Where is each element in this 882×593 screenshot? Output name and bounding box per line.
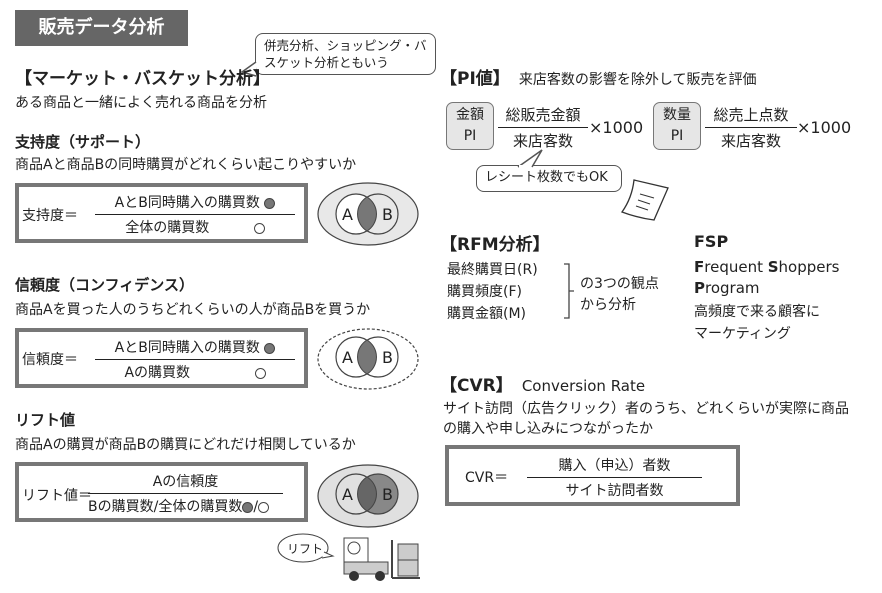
lift-fraction: Aの信頼度 Bの購買数/全体の購買数 / — [88, 471, 303, 516]
numerator: 総売上点数 — [705, 104, 797, 128]
badge-line: 金額 — [456, 107, 484, 123]
mba-desc: ある商品と一緒によく売れる商品を分析 — [15, 95, 267, 111]
cvr-formula-box — [445, 445, 740, 506]
quantity-multiplier: ×1000 — [797, 118, 852, 137]
lift-speech-bubble: リフト — [277, 533, 335, 563]
cvr-fraction: 購入（申込）者数 サイト訪問者数 — [527, 455, 702, 500]
venn-label-b: B — [382, 205, 393, 224]
rfm-item-m: 購買金額(M) — [447, 306, 527, 322]
lift-bubble-text: リフト — [287, 542, 323, 556]
fsp-letter: F — [694, 258, 705, 276]
venn-label-a: A — [342, 348, 353, 367]
numerator: AとB同時購入の購買数 — [114, 340, 260, 356]
support-fraction: AとB同時購入の購買数 全体の購買数 — [95, 192, 295, 237]
numerator: 購入（申込）者数 — [527, 455, 702, 478]
cvr-label: CVR＝ — [465, 470, 509, 486]
badge-line: PI — [463, 128, 477, 144]
denominator: 来店客数 — [720, 132, 781, 150]
numerator: 総販売金額 — [498, 104, 588, 128]
filled-circle-icon — [264, 197, 276, 209]
support-label: 支持度＝ — [22, 208, 78, 224]
fsp-desc: 高頻度で来る顧客に — [694, 304, 820, 320]
rfm-heading: 【RFM分析】 — [440, 235, 550, 255]
bubble-tail-icon — [517, 149, 543, 168]
page-title: 販売データ分析 — [15, 10, 188, 46]
empty-circle-icon — [254, 367, 266, 379]
venn-label-b: B — [382, 348, 393, 367]
rfm-note-line: から分析 — [580, 297, 636, 313]
numerator: Aの信頼度 — [88, 471, 283, 494]
amount-pi-fraction: 総販売金額 来店客数 — [498, 104, 588, 151]
pi-header: 【PI値】 来店客数の影響を除外して販売を評価 — [440, 64, 756, 89]
numerator: AとB同時購入の購買数 — [114, 195, 260, 211]
fsp-expansion-2: Program — [694, 279, 760, 297]
fsp-letter: P — [694, 279, 705, 297]
confidence-desc: 商品Aを買った人のうちどれくらいの人が商品Bを買うか — [15, 302, 371, 318]
callout-tail-icon — [240, 61, 257, 77]
confidence-heading: 信頼度（コンフィデンス） — [15, 276, 194, 294]
fsp-heading: FSP — [694, 232, 729, 251]
denominator: Aの購買数 — [124, 365, 191, 381]
fsp-expansion: Frequent Shoppers — [694, 258, 839, 276]
pi-heading: 【PI値】 — [440, 69, 510, 89]
lift-desc: 商品Aの購買が商品Bの購買にどれだけ相関しているか — [15, 437, 356, 453]
fsp-word: hoppers — [778, 258, 840, 276]
callout-line: スケット分析ともいう — [264, 55, 389, 70]
slash: / — [253, 499, 259, 515]
fsp-word: rogram — [705, 279, 760, 297]
cvr-subtitle: Conversion Rate — [521, 377, 646, 395]
rfm-item-f: 購買頻度(F) — [447, 284, 522, 300]
quantity-pi-badge: 数量 PI — [653, 102, 701, 150]
denominator: 来店客数 — [512, 132, 573, 150]
rfm-item-r: 最終購買日(R) — [447, 262, 538, 278]
filled-circle-icon — [242, 501, 254, 513]
empty-circle-icon — [258, 501, 270, 513]
cvr-desc: サイト訪問（広告クリック）者のうち、どれくらいが実際に商品 — [443, 401, 849, 417]
badge-line: PI — [670, 128, 684, 144]
support-desc: 商品Aと商品Bの同時購買がどれくらい起こりやすいか — [15, 157, 357, 173]
venn-label-a: A — [342, 485, 353, 504]
cvr-header: 【CVR】 Conversion Rate — [440, 371, 645, 396]
denominator: 全体の購買数 — [125, 220, 210, 236]
mba-heading: 【マーケット・バスケット分析】 — [15, 69, 270, 89]
amount-pi-badge: 金額 PI — [446, 102, 494, 150]
receipt-note-bubble: レシート枚数でもOK — [476, 165, 622, 192]
pi-desc: 来店客数の影響を除外して販売を評価 — [518, 72, 757, 88]
cvr-desc: の購入や申し込みにつながったか — [443, 421, 653, 437]
rfm-note-line: の3つの観点 — [580, 276, 659, 292]
denominator: サイト訪問者数 — [565, 483, 664, 499]
denominator: Bの購買数/全体の購買数 — [88, 499, 243, 515]
amount-multiplier: ×1000 — [589, 118, 644, 137]
confidence-label: 信頼度＝ — [22, 352, 78, 368]
fsp-desc: マーケティング — [694, 326, 791, 342]
cvr-heading: 【CVR】 — [440, 376, 513, 396]
callout-bubble: 併売分析、ショッピング・バ スケット分析ともいう — [255, 33, 436, 75]
confidence-fraction: AとB同時購入の購買数 Aの購買数 — [95, 337, 295, 382]
receipt-icon — [620, 179, 669, 221]
empty-circle-icon — [253, 222, 265, 234]
support-heading: 支持度（サポート） — [15, 133, 151, 151]
quantity-pi-fraction: 総売上点数 来店客数 — [705, 104, 797, 151]
fsp-letter: S — [767, 258, 779, 276]
brace-icon — [564, 263, 574, 319]
filled-circle-icon — [264, 342, 276, 354]
lift-heading: リフト値 — [15, 411, 76, 429]
lift-formula-box — [15, 462, 308, 522]
lift-label: リフト値＝ — [22, 488, 92, 504]
badge-line: 数量 — [663, 107, 691, 123]
callout-line: 併売分析、ショッピング・バ — [264, 38, 427, 53]
forklift-icon — [343, 537, 420, 581]
fsp-word: requent — [704, 258, 768, 276]
venn-label-b: B — [382, 485, 393, 504]
venn-label-a: A — [342, 205, 353, 224]
